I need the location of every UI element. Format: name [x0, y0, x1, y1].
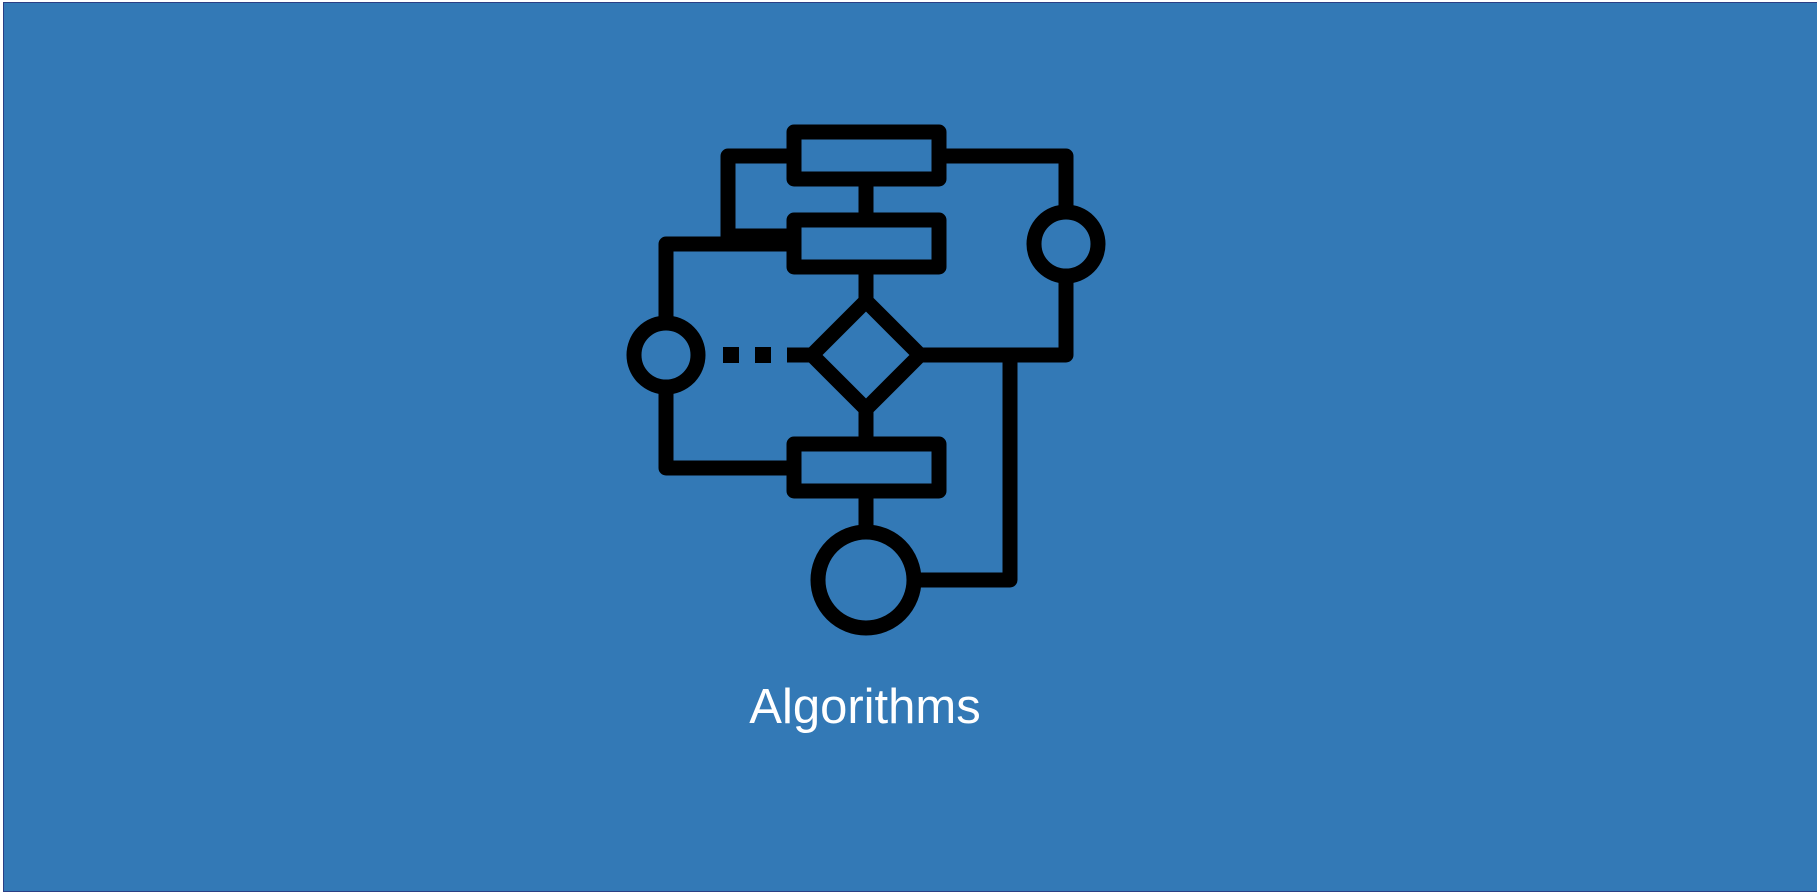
connector	[658, 387, 794, 476]
connector	[939, 148, 1074, 212]
slide: Algorithms	[3, 2, 1817, 892]
process-box-bottom	[786, 436, 947, 499]
process-box-top	[786, 124, 947, 187]
connector	[720, 148, 794, 244]
algorithm-flowchart-icon	[626, 124, 1106, 636]
caption-title: Algorithms	[749, 680, 981, 734]
terminal-circle-left	[626, 315, 706, 395]
terminal-circle-right	[1026, 204, 1106, 284]
dotted-connector-dash	[755, 347, 771, 363]
process-box-second	[786, 212, 947, 275]
connector	[658, 236, 794, 323]
connector	[914, 355, 1018, 588]
connector	[920, 276, 1074, 363]
dotted-connector-dash	[723, 347, 739, 363]
decision-diamond	[804, 293, 928, 417]
terminal-circle-bottom	[810, 524, 922, 636]
